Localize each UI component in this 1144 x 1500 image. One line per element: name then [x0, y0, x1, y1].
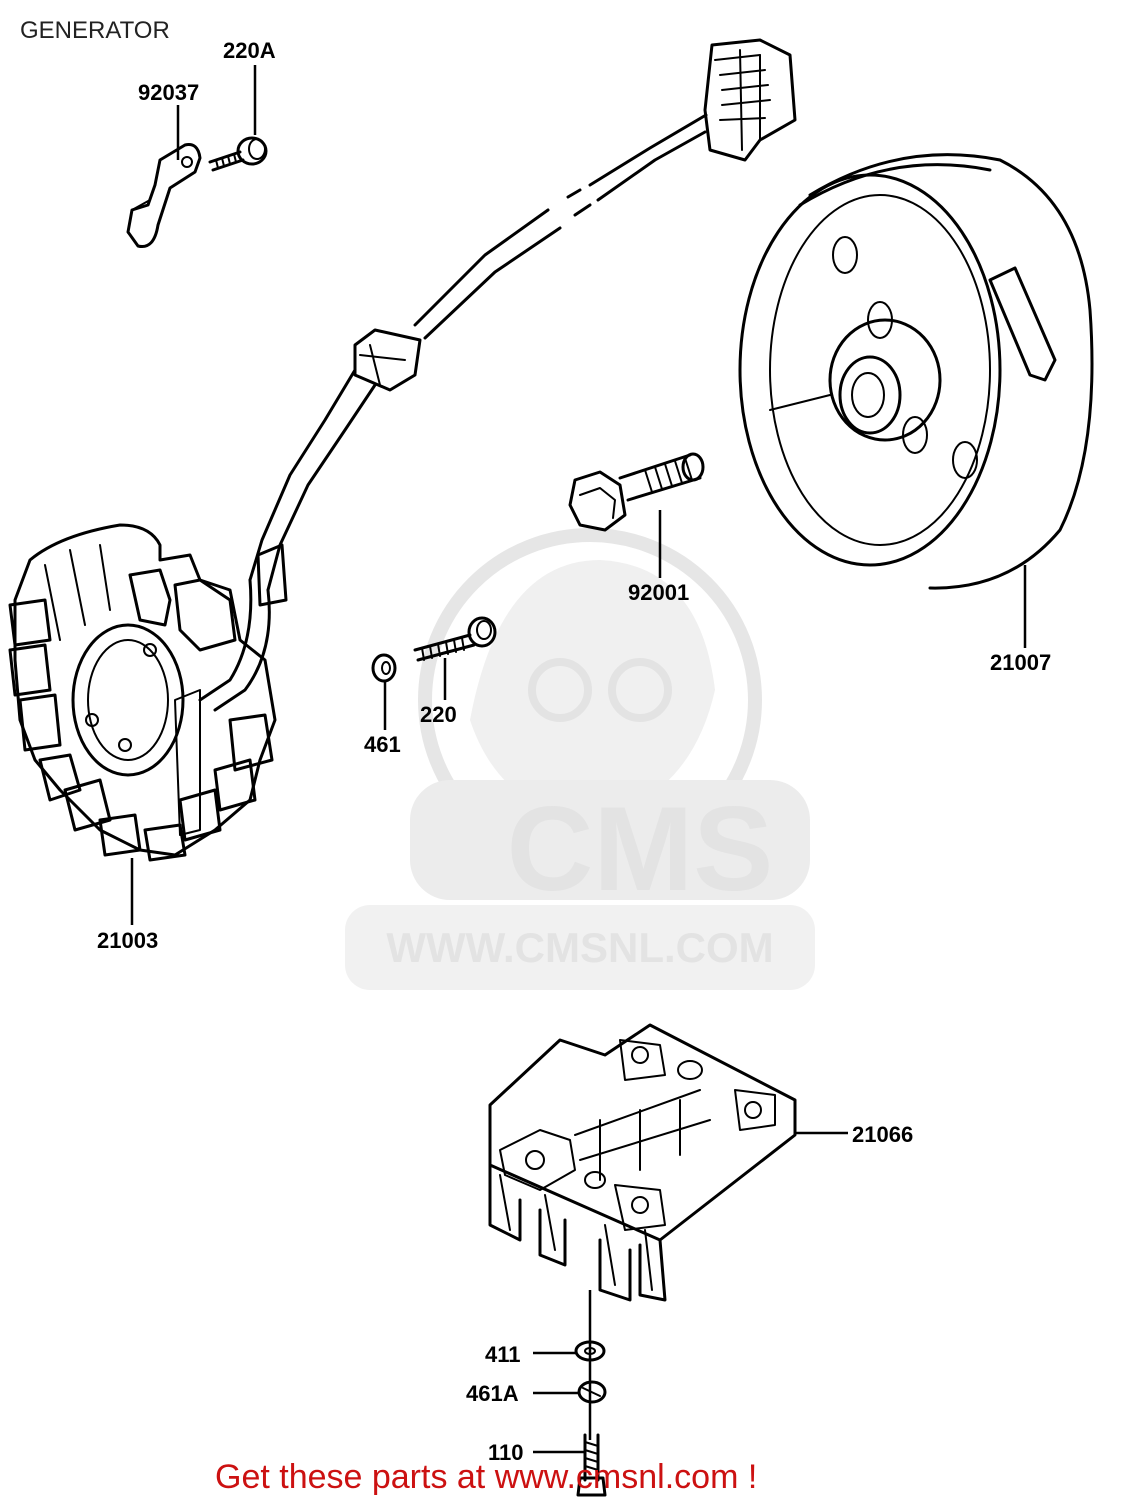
- clamp-bolt-drawing: [208, 136, 268, 172]
- page-title: GENERATOR: [20, 17, 170, 44]
- regulator-washer-drawing: [574, 1340, 606, 1362]
- stator-washer-drawing: [371, 653, 397, 683]
- part-number-stator: 21003: [97, 928, 158, 953]
- part-number-regulator-lockwasher: 461A: [466, 1381, 519, 1406]
- rotor-bolt-drawing: [568, 452, 705, 532]
- watermark-url: WWW.CMSNL.COM: [386, 924, 773, 971]
- part-number-clamp: 92037: [138, 80, 199, 105]
- part-number-regulator: 21066: [852, 1122, 913, 1147]
- clamp-drawing: [126, 143, 202, 249]
- cms-watermark: CMS WWW.CMSNL.COM: [345, 528, 815, 990]
- stator-screw-drawing: [413, 616, 497, 662]
- part-number-rotor-bolt: 92001: [628, 580, 689, 605]
- part-number-regulator-bolt: 110: [488, 1440, 524, 1465]
- regulator-drawing: [488, 1023, 797, 1302]
- part-number-stator-screw: 220: [420, 702, 457, 727]
- stator-drawing: [8, 523, 277, 862]
- promo-link[interactable]: Get these parts at www.cmsnl.com !: [215, 1458, 757, 1496]
- part-number-clamp-bolt: 220A: [223, 38, 276, 63]
- part-number-regulator-washer: 411: [485, 1342, 521, 1367]
- rotor-drawing: [738, 153, 1094, 590]
- regulator-lockwasher-drawing: [577, 1380, 607, 1404]
- watermark-brand: CMS: [507, 782, 774, 916]
- harness-drawing: [198, 38, 797, 712]
- regulator-bolt-drawing: [576, 1433, 607, 1497]
- part-number-rotor: 21007: [990, 650, 1051, 675]
- part-number-stator-washer: 461: [364, 732, 401, 757]
